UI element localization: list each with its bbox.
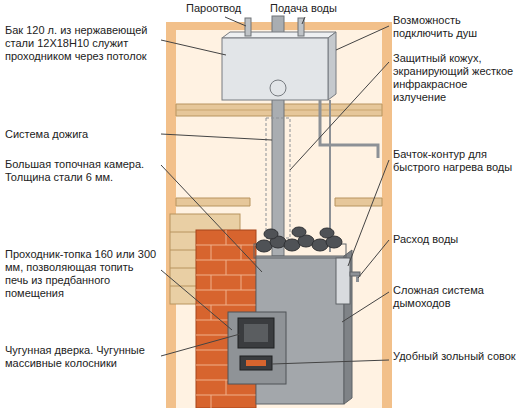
- shelf: [335, 198, 382, 206]
- callout-label: Пароотвод: [186, 2, 266, 15]
- callout-label: Большая топочная камера. Толщина стали 6…: [5, 158, 157, 184]
- stones: [256, 227, 342, 252]
- callout-label: Удобный зольный совок: [393, 350, 519, 363]
- callout-label: Подача воды: [270, 2, 360, 15]
- callout-label: Сложная система дымоходов: [393, 284, 519, 310]
- callout-label: Защитный кожух, экранирующий жесткое инф…: [393, 52, 519, 104]
- callout-label: Бачток-контур для быстрого нагрева воды: [393, 148, 519, 174]
- water-tank: [222, 18, 336, 100]
- callout-label: Бак 120 л. из нержавеющей стали 12Х18Н10…: [5, 24, 157, 63]
- firebox-passage: [228, 312, 286, 384]
- shelf: [176, 198, 250, 206]
- callout-label: Проходник-топка 160 или 300 мм, позволяю…: [5, 248, 157, 300]
- callout-label: Возможность подключить душ: [393, 14, 519, 40]
- leader-lines: [161, 17, 389, 364]
- callout-label: Чугунная дверка. Чугунные массивные коло…: [5, 344, 157, 370]
- callout-label: Расход воды: [393, 233, 519, 246]
- shower-pipe: [320, 100, 378, 158]
- protective-casing: [266, 118, 290, 238]
- callout-label: Система дожига: [5, 128, 157, 141]
